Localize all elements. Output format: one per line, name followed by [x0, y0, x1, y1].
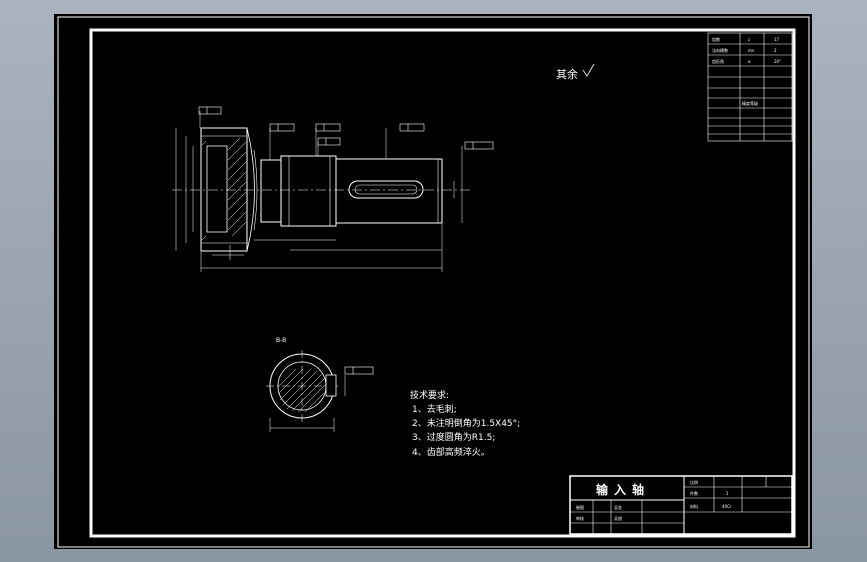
technical-requirements: 技术要求: 1、去毛刺; 2、未注明倒角为1.5X45°; 3、过度圆角为R1.…	[410, 389, 520, 458]
param-value-module: 2	[774, 48, 777, 53]
param-value-angle: 20°	[774, 59, 781, 64]
scale-label: 比例	[690, 479, 698, 485]
param-symbol-module: mn	[748, 48, 755, 53]
tech-req-item-1: 1、去毛刺;	[412, 403, 457, 415]
section-hatching	[277, 368, 327, 413]
quantity-value: 1	[726, 491, 729, 496]
drawing-sheet	[54, 14, 812, 549]
section-b-b	[266, 350, 346, 432]
tolerance-frames	[198, 106, 494, 375]
param-name-module: 法向模数	[712, 47, 728, 53]
dimension-lines	[175, 111, 463, 272]
shaft-main-view	[172, 127, 470, 252]
row-name-draw: 吴金	[614, 504, 622, 510]
row-label-draw: 制图	[576, 504, 584, 510]
param-name-teeth: 齿数	[712, 36, 720, 42]
gear-hatching	[201, 137, 247, 241]
title-block-text: 输入轴 比例 件数 1 材料 40Cr 制图 吴金 审核 吴锐	[576, 479, 732, 521]
inner-frame	[89, 28, 796, 538]
param-symbol-teeth: z	[748, 37, 750, 42]
gear-parameter-table	[707, 32, 793, 142]
param-name-angle: 齿形角	[712, 58, 724, 64]
outer-frame	[57, 16, 810, 548]
keyway-slot	[348, 180, 424, 199]
part-name: 输入轴	[596, 482, 650, 497]
param-symbol-angle: α	[748, 59, 751, 64]
row-name-check: 吴锐	[614, 515, 622, 521]
roughness-symbol-icon	[582, 63, 595, 77]
param-value-teeth: 17	[774, 37, 780, 42]
tech-req-item-4: 4、齿部高频淬火。	[412, 446, 490, 458]
tech-req-item-2: 2、未注明倒角为1.5X45°;	[412, 417, 520, 429]
material-value: 40Cr	[722, 504, 732, 509]
quantity-label: 件数	[690, 490, 698, 496]
row-label-check: 审核	[576, 515, 584, 521]
tech-req-heading: 技术要求:	[410, 389, 449, 401]
material-label: 材料	[690, 503, 698, 509]
tech-req-item-3: 3、过度圆角为R1.5;	[412, 431, 495, 443]
param-precision-label: 精度等级	[742, 100, 758, 106]
roughness-note: 其余	[556, 67, 578, 81]
section-label: B-B	[276, 337, 286, 344]
gear-section	[200, 127, 248, 252]
title-block-frame	[569, 475, 793, 535]
gear-parameter-table-text: 齿数 z 17 法向模数 mn 2 齿形角 α 20° 精度等级	[712, 36, 781, 106]
